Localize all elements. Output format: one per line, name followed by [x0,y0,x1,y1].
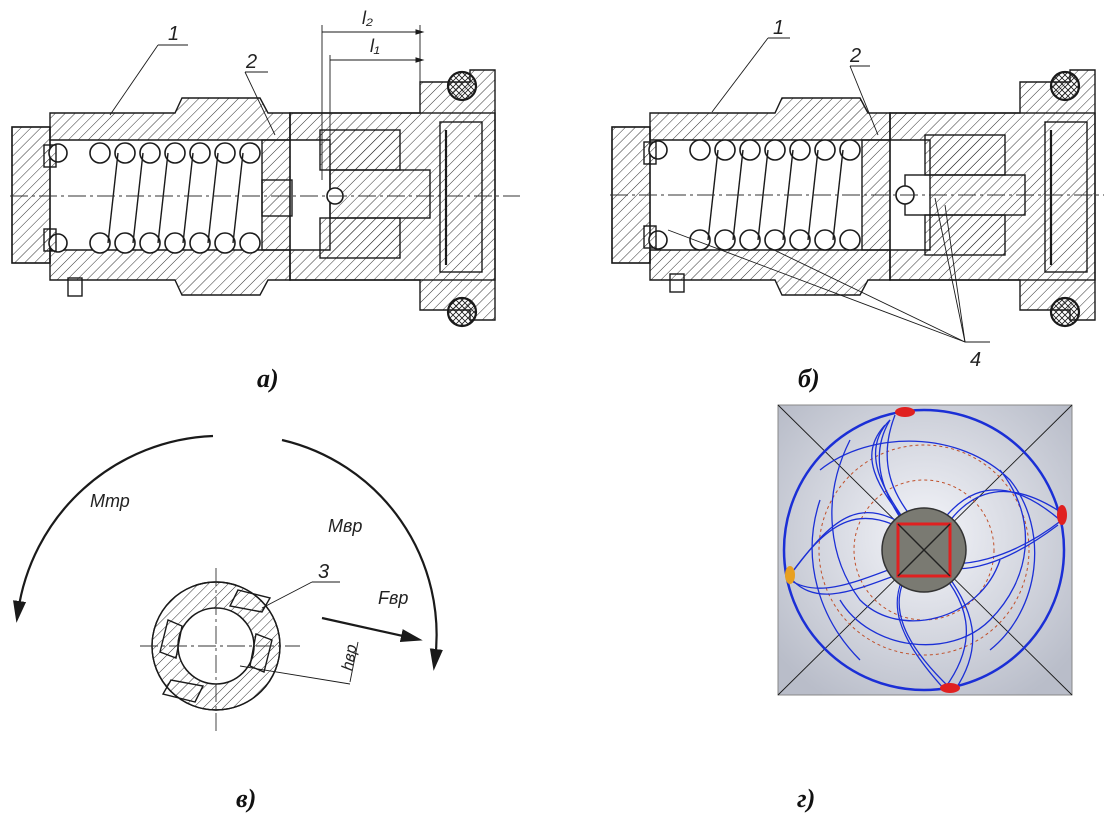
b-spring-upper-coils [689,139,861,161]
valve-section-b [610,37,1104,343]
a-leader-2-label: 2 [245,51,257,73]
a-dim-l1-label: l₁ [370,36,380,56]
force-label: Fвр [378,588,408,608]
a-leader-1-label: 1 [168,23,179,45]
spring-diagonals [107,152,244,244]
caption-b: б) [798,364,820,393]
moment-right-arc [281,438,443,671]
b-leader-4-label: 4 [970,349,981,371]
caption-a: а) [257,364,279,393]
swirler-cross-section [13,434,443,735]
a-dim-l2-label: l₂ [362,8,373,28]
moment-left-arc [13,434,214,623]
caption-v: в) [236,784,257,813]
sim-outer-ring [782,408,1066,692]
flow-simulation-panel [777,404,1073,696]
spring-upper-coils [89,142,261,164]
spring-lower-coils [89,232,261,254]
arm-label: hвр [339,643,360,672]
moment-right-label: Mвр [328,516,362,536]
caption-g: г) [797,784,816,813]
b-leader-2-label: 2 [849,45,861,67]
valve-section-a [10,25,520,328]
sim-hotspots [785,407,1067,693]
b-spring-lower-coils [689,229,861,251]
b-leader-1-label: 1 [773,17,784,39]
v-leader-3-label: 3 [318,561,329,583]
moment-left-label: Mтр [90,491,130,511]
